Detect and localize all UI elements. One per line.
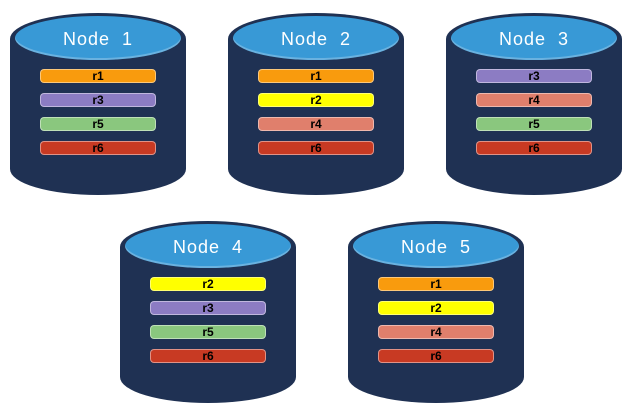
node-cylinder: Node 5 r1 r2 r4 r6 (348, 221, 524, 403)
replica-bar-r6: r6 (258, 141, 374, 155)
node-cylinder: Node 4 r2 r3 r5 r6 (120, 221, 296, 403)
replica-bars: r1 r2 r4 r6 (258, 69, 374, 155)
node-title: Node 1 (62, 28, 134, 49)
cylinder-top: Node 5 (353, 224, 519, 268)
replica-bar-r3: r3 (150, 301, 266, 315)
cylinder-top: Node 2 (233, 16, 399, 60)
node-title: Node 3 (498, 28, 570, 49)
replica-bar-r4: r4 (378, 325, 494, 339)
replica-bar-r6: r6 (40, 141, 156, 155)
replica-bar-r6: r6 (150, 349, 266, 363)
replica-bar-r1: r1 (378, 277, 494, 291)
node-title: Node 5 (400, 236, 472, 257)
replica-bars: r1 r2 r4 r6 (378, 277, 494, 363)
replica-bar-r4: r4 (258, 117, 374, 131)
replica-bar-r2: r2 (378, 301, 494, 315)
replica-bars: r2 r3 r5 r6 (150, 277, 266, 363)
cylinder-top: Node 4 (125, 224, 291, 268)
replica-bar-r6: r6 (378, 349, 494, 363)
replica-bar-r3: r3 (40, 93, 156, 107)
cylinder-top: Node 3 (451, 16, 617, 60)
replica-bar-r5: r5 (150, 325, 266, 339)
replica-bars: r1 r3 r5 r6 (40, 69, 156, 155)
replica-bars: r3 r4 r5 r6 (476, 69, 592, 155)
node-cylinder: Node 3 r3 r4 r5 r6 (446, 13, 622, 195)
replica-bar-r2: r2 (150, 277, 266, 291)
node-title: Node 4 (172, 236, 244, 257)
node-title: Node 2 (280, 28, 352, 49)
replica-bar-r3: r3 (476, 69, 592, 83)
cylinder-top: Node 1 (15, 16, 181, 60)
replica-bar-r5: r5 (476, 117, 592, 131)
replica-bar-r2: r2 (258, 93, 374, 107)
replica-bar-r4: r4 (476, 93, 592, 107)
replica-bar-r5: r5 (40, 117, 156, 131)
node-cylinder: Node 2 r1 r2 r4 r6 (228, 13, 404, 195)
replica-bar-r6: r6 (476, 141, 592, 155)
replica-bar-r1: r1 (40, 69, 156, 83)
replica-bar-r1: r1 (258, 69, 374, 83)
node-cylinder: Node 1 r1 r3 r5 r6 (10, 13, 186, 195)
